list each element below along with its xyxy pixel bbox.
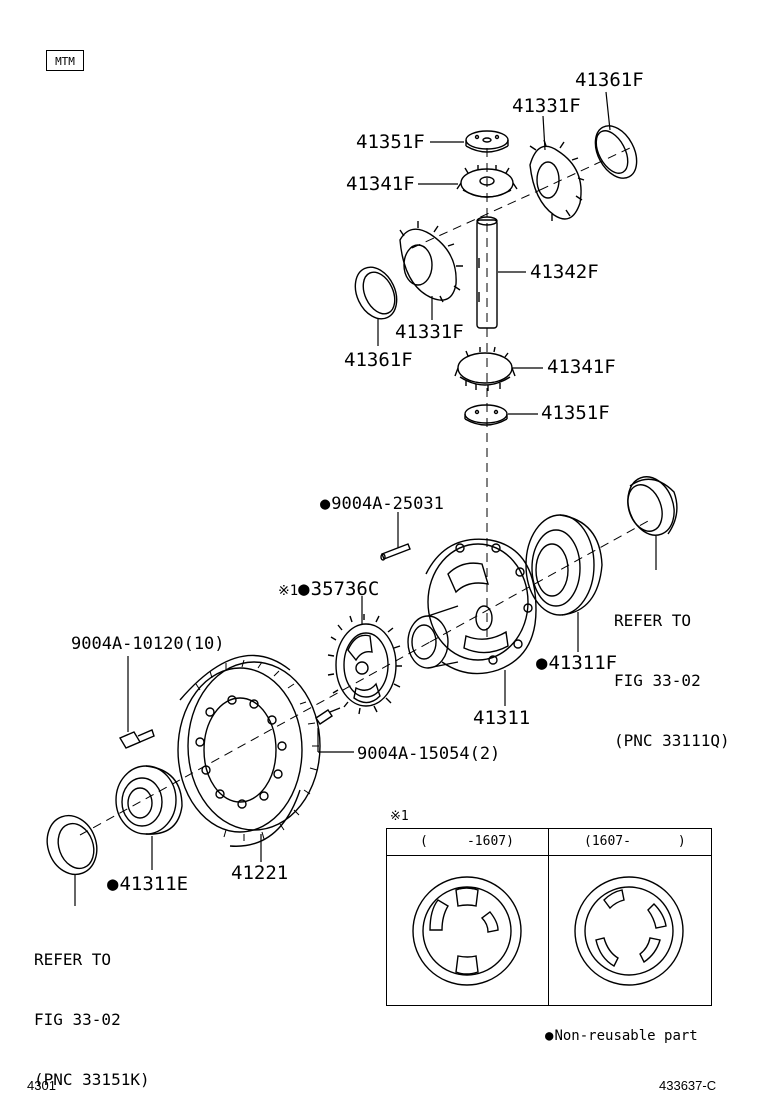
inset-col-header-after: (1607- ) bbox=[584, 834, 686, 849]
inset-divider-vertical bbox=[548, 828, 549, 1006]
pinion-gear-41341F-top bbox=[456, 165, 518, 198]
label-41331F-mid[interactable]: 41331F bbox=[395, 321, 464, 343]
label-35736C[interactable]: ※135736C bbox=[278, 578, 379, 601]
label-41331F-top[interactable]: 41331F bbox=[512, 95, 581, 117]
inset-rotor-old bbox=[412, 876, 522, 986]
bearing-race-right bbox=[627, 476, 678, 536]
refer-note-left[interactable]: REFER TO FIG 33-02 (PNC 33151K) bbox=[34, 910, 150, 1110]
label-text: 41311F bbox=[548, 652, 618, 674]
pinion-gear-41341F-bottom bbox=[454, 346, 516, 391]
bearing-race-left bbox=[46, 814, 98, 876]
bolt-9004A-15054 bbox=[315, 707, 341, 725]
label-text: 35736C bbox=[298, 578, 379, 600]
refer-line: REFER TO bbox=[34, 950, 112, 969]
inset-table bbox=[386, 828, 712, 1006]
side-washer-41361F-mid bbox=[354, 266, 398, 320]
label-41342F[interactable]: 41342F bbox=[530, 261, 599, 283]
tapered-bearing-41311F bbox=[525, 514, 603, 616]
label-41351F-bottom[interactable]: 41351F bbox=[541, 402, 610, 424]
ring-gear-41221 bbox=[177, 654, 321, 847]
pinion-shaft-41342F bbox=[476, 216, 498, 329]
label-text: 41311E bbox=[119, 873, 189, 895]
inset-divider-horizontal bbox=[386, 855, 712, 856]
inset-footnote-mark: ※1 bbox=[390, 809, 409, 824]
bolt-9004A-10120 bbox=[118, 729, 155, 749]
leader-lines bbox=[74, 91, 657, 906]
label-41311F[interactable]: 41311F bbox=[536, 653, 617, 673]
refer-note-right[interactable]: REFER TO FIG 33-02 (PNC 33111Q) bbox=[614, 571, 730, 771]
differential-case-41311 bbox=[407, 538, 537, 675]
footer-figure-code: 433637-C bbox=[659, 1078, 717, 1093]
label-41361F-mid[interactable]: 41361F bbox=[344, 349, 413, 371]
refer-line: (PNC 33151K) bbox=[34, 1070, 150, 1089]
side-gear-41331F-mid bbox=[399, 221, 463, 303]
refer-line: REFER TO bbox=[614, 611, 692, 630]
label-41361F-top[interactable]: 41361F bbox=[575, 69, 644, 91]
label-41311E[interactable]: 41311E bbox=[107, 874, 188, 894]
refer-line: (PNC 33111Q) bbox=[614, 731, 730, 750]
label-9004A-15054[interactable]: 9004A-15054(2) bbox=[357, 744, 501, 764]
assembly-axis-lines bbox=[79, 147, 651, 836]
thrust-washer-41351F-top bbox=[465, 130, 509, 153]
side-gear-41331F-top bbox=[529, 139, 585, 221]
label-41311[interactable]: 41311 bbox=[473, 707, 531, 729]
inset-rotor-new bbox=[574, 876, 684, 986]
sensor-rotor-35736C bbox=[327, 614, 402, 715]
straight-pin-9004A-25031 bbox=[380, 543, 411, 561]
thrust-washer-41351F-bottom bbox=[464, 404, 508, 426]
refer-line: FIG 33-02 bbox=[614, 671, 701, 690]
label-9004A-10120[interactable]: 9004A-10120(10) bbox=[71, 634, 225, 654]
side-washer-41361F-top bbox=[594, 125, 638, 179]
label-41351F-top[interactable]: 41351F bbox=[356, 131, 425, 153]
label-41341F-bottom[interactable]: 41341F bbox=[547, 356, 616, 378]
legend-non-reusable: Non-reusable part bbox=[545, 1028, 698, 1044]
refer-line: FIG 33-02 bbox=[34, 1010, 121, 1029]
footer-page-code: 4301 bbox=[27, 1078, 56, 1093]
legend-text: Non-reusable part bbox=[554, 1028, 698, 1044]
inset-col-header-before: ( -1607) bbox=[420, 834, 514, 849]
mtm-badge: MTM bbox=[46, 50, 84, 71]
label-text: 9004A-25031 bbox=[331, 494, 444, 514]
label-41341F-top[interactable]: 41341F bbox=[346, 173, 415, 195]
tapered-bearing-41311E bbox=[115, 765, 183, 835]
footnote-mark: ※1 bbox=[278, 583, 299, 599]
label-41221[interactable]: 41221 bbox=[231, 862, 289, 884]
label-9004A-25031[interactable]: 9004A-25031 bbox=[320, 494, 444, 514]
